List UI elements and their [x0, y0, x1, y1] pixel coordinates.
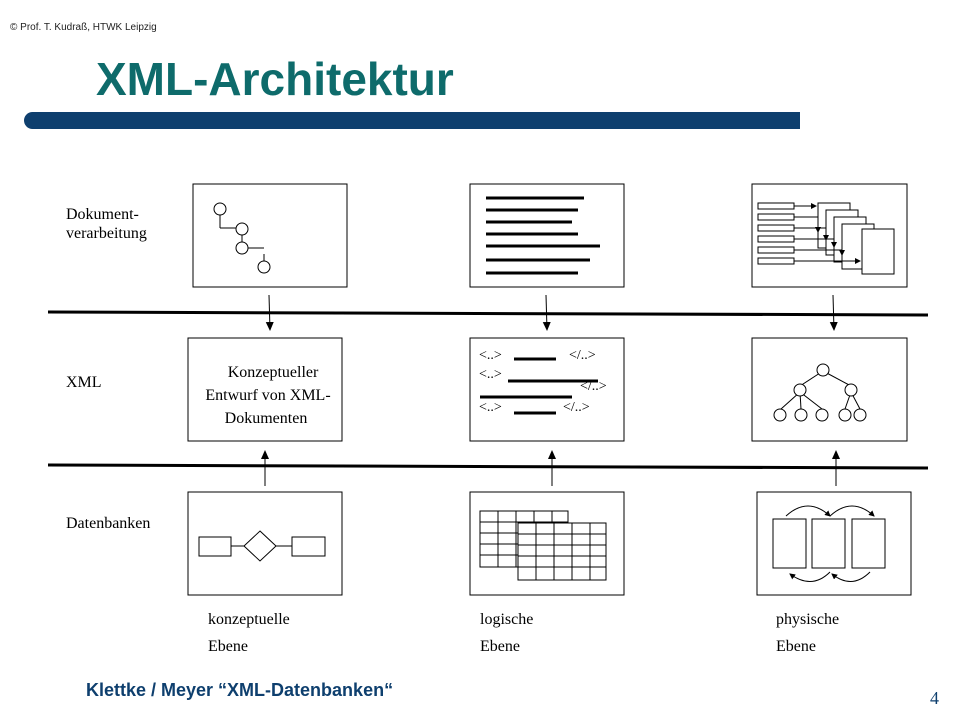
- xml-tags-icon: <..> </..> <..> </..> <..> </..>: [479, 348, 607, 415]
- xml-tree-box: [751, 337, 908, 442]
- xml-tree-icon: [773, 363, 867, 422]
- tag-close-1: </..>: [569, 348, 596, 363]
- arrow-doc-to-xml-3: [829, 294, 838, 331]
- tag-close-2: </..>: [580, 379, 607, 394]
- linked-pages-icon: [757, 202, 895, 275]
- row-label-databases: Datenbanken: [66, 515, 151, 532]
- xml-tags-box: [469, 337, 625, 442]
- arrow-doc-to-xml-2: [542, 294, 551, 331]
- er-diagram-icon: [198, 530, 326, 562]
- text-lines-icon: [486, 196, 600, 275]
- conceptual-line-1: Konzeptueller: [228, 364, 319, 381]
- conceptual-line-2: Entwurf von XML-: [205, 387, 330, 404]
- footer-text: Klettke / Meyer “XML-Datenbanken“: [86, 680, 394, 700]
- arrow-doc-to-xml-1: [265, 294, 274, 331]
- title-underline-bar: [24, 112, 800, 129]
- column-caption-conceptual: konzeptuelle Ebene: [208, 611, 290, 655]
- slide-title: XML-Architektur: [96, 53, 454, 105]
- xml-conceptual-box: [187, 337, 343, 442]
- separator-line-bottom: [47, 463, 929, 470]
- column-caption-physical: physische Ebene: [776, 611, 840, 655]
- row-label-xml: XML: [66, 374, 102, 391]
- page-number: 4: [930, 688, 939, 708]
- tag-close-3: </..>: [563, 400, 590, 415]
- conceptual-line-3: Dokumenten: [225, 410, 308, 427]
- storage-pages-icon: [772, 505, 886, 582]
- doc-tree-box: [192, 183, 348, 288]
- tag-open-1: <..>: [479, 348, 502, 363]
- tag-open-2: <..>: [479, 367, 502, 382]
- document-tree-icon: [213, 202, 271, 274]
- tag-open-3: <..>: [479, 400, 502, 415]
- relational-tables-icon: [479, 510, 607, 581]
- copyright-notice: © Prof. T. Kudraß, HTWK Leipzig: [10, 22, 157, 33]
- separator-line-top: [47, 310, 929, 317]
- column-caption-logical: logische Ebene: [480, 611, 534, 655]
- row-label-document: Dokument- verarbeitung: [66, 206, 147, 242]
